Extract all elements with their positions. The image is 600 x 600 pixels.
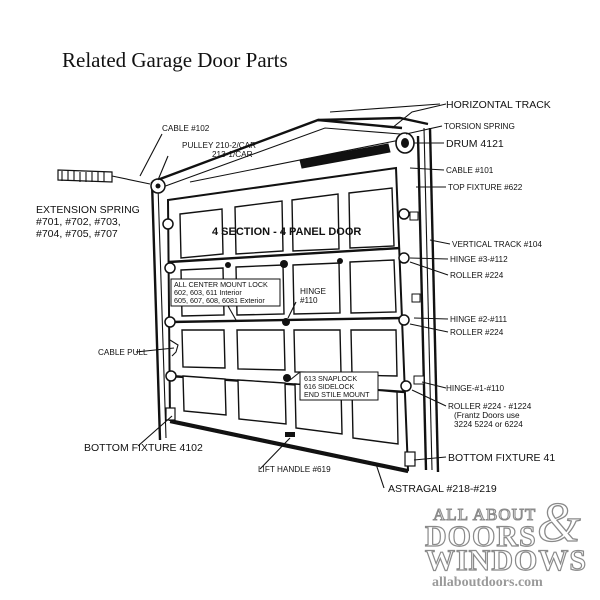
label-roller-bottom-3: 3224 5224 or 6224 <box>454 420 523 429</box>
lift-handle <box>285 432 295 437</box>
logo-ampersand: & <box>537 492 581 554</box>
horizontal-track <box>151 103 441 189</box>
label-extension-spring-2: #701, #702, #703, <box>36 216 121 228</box>
label-extension-spring-1: EXTENSION SPRING <box>36 204 140 216</box>
drum <box>395 132 415 154</box>
logo-url: allaboutdoors.com <box>432 575 543 590</box>
label-drum: DRUM 4121 <box>446 138 504 150</box>
label-hinge-110-1: HINGE <box>300 287 326 296</box>
callout-labels: HORIZONTAL TRACK TORSION SPRING DRUM 412… <box>36 99 555 495</box>
snaplock-line-1: 613 SNAPLOCK <box>304 374 357 383</box>
pulley <box>150 178 166 194</box>
label-cable-pull: CABLE PULL <box>98 348 148 357</box>
page-title: Related Garage Door Parts <box>62 48 288 72</box>
label-cable-101: CABLE #101 <box>446 166 494 175</box>
logo-line-3: WINDOWS <box>425 544 587 577</box>
label-top-fixture: TOP FIXTURE #622 <box>448 183 523 192</box>
label-extension-spring-3: #704, #705, #707 <box>36 228 118 240</box>
logo-line-1: ALL ABOUT <box>433 505 536 524</box>
vertical-track-right <box>416 127 440 473</box>
leader-lines <box>135 103 451 489</box>
label-bottom-fixture-41: BOTTOM FIXTURE 41 <box>448 452 555 464</box>
center-lock-line-3: 605, 607, 608, 6081 Exterior <box>174 296 265 305</box>
center-hinges <box>225 258 343 382</box>
label-astragal: ASTRAGAL #218-#219 <box>388 483 497 495</box>
label-torsion-spring: TORSION SPRING <box>444 122 515 131</box>
label-lift-handle: LIFT HANDLE #619 <box>258 465 331 474</box>
cable-pull <box>169 339 179 357</box>
snaplock-line-3: END STILE MOUNT <box>304 390 370 399</box>
roller-right-group <box>398 208 425 392</box>
label-roller-bottom-1: ROLLER #224 - #1224 <box>448 402 532 411</box>
label-hinge-110-2: #110 <box>300 296 318 305</box>
snaplock-box: 613 SNAPLOCK 616 SIDELOCK END STILE MOUN… <box>299 371 379 401</box>
label-cable-102: CABLE #102 <box>162 124 210 133</box>
watermark-logo: ALL ABOUT DOORS & WINDOWS allaboutdoors.… <box>424 491 587 590</box>
label-roller-224-a: ROLLER #224 <box>450 271 504 280</box>
label-vertical-track: VERTICAL TRACK #104 <box>452 240 542 249</box>
label-horizontal-track: HORIZONTAL TRACK <box>446 99 551 111</box>
center-lock-line-2: 602, 603, 611 Interior <box>174 288 242 297</box>
extension-spring <box>57 169 151 185</box>
logo-line-2: DOORS <box>425 520 537 553</box>
roller-left-group <box>162 218 177 382</box>
center-lock-line-1: ALL CENTER MOUNT LOCK <box>174 280 268 289</box>
label-pulley-1: PULLEY 210-2/CAR <box>182 141 256 150</box>
torsion-spring <box>189 139 401 183</box>
label-hinge-1: HINGE-#1-#110 <box>446 384 505 393</box>
door-title: 4 SECTION - 4 PANEL DOOR <box>212 226 361 238</box>
bottom-fixtures <box>165 407 416 467</box>
label-roller-bottom-2: (Frantz Doors use <box>454 411 520 420</box>
label-hinge-2: HINGE #2-#111 <box>450 315 507 324</box>
center-lock-box: ALL CENTER MOUNT LOCK 602, 603, 611 Inte… <box>170 278 281 307</box>
label-hinge-3: HINGE #3-#112 <box>450 255 508 264</box>
label-roller-224-b: ROLLER #224 <box>450 328 504 337</box>
snaplock-line-2: 616 SIDELOCK <box>304 382 355 391</box>
label-pulley-2: 213-1/CAR <box>212 150 253 159</box>
label-bottom-fixture-4102: BOTTOM FIXTURE 4102 <box>84 442 203 454</box>
vertical-track-left <box>150 181 167 441</box>
